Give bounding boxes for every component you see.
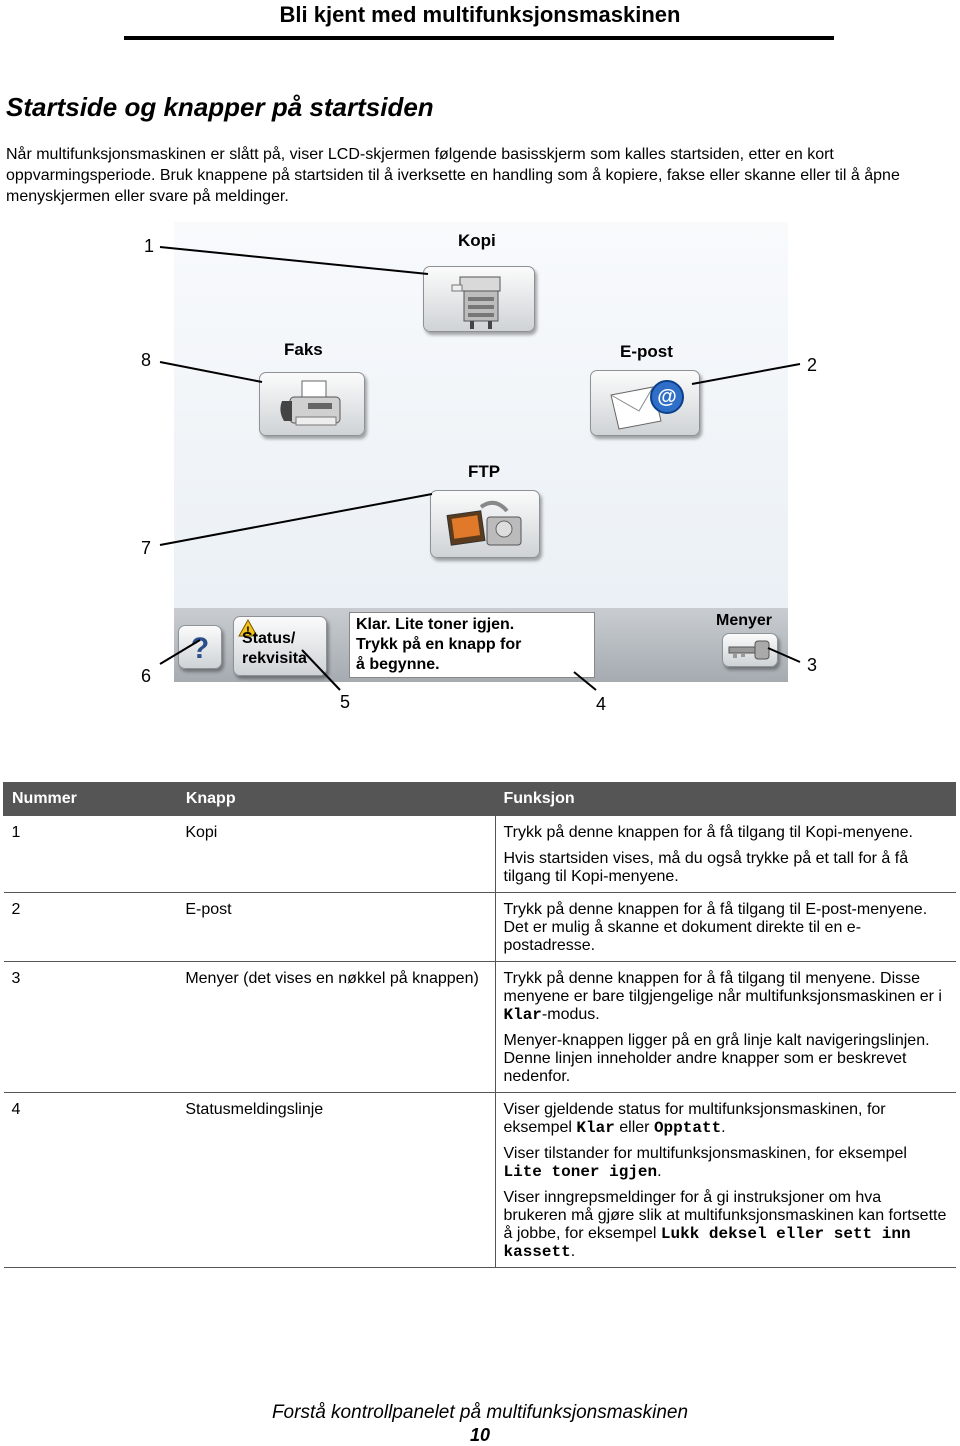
- button-function-table: Nummer Knapp Funksjon 1 Kopi Trykk på de…: [3, 782, 956, 1268]
- header-rule: [124, 36, 834, 40]
- table-row: 1 Kopi Trykk på denne knappen for å få t…: [3, 815, 956, 893]
- function-paragraph: Hvis startsiden vises, må du også trykke…: [503, 850, 909, 885]
- callout-5: 5: [340, 692, 351, 712]
- row-button: Menyer (det vises en nøkkel på knappen): [177, 961, 495, 1093]
- callout-4: 4: [596, 694, 607, 714]
- help-icon: ?: [191, 632, 209, 665]
- kopi-label: Kopi: [458, 231, 496, 250]
- row-number: 2: [3, 892, 178, 962]
- svg-text:?: ?: [191, 632, 209, 665]
- code-text: Opptatt: [653, 1119, 722, 1137]
- table-header-row: Nummer Knapp Funksjon: [3, 782, 956, 816]
- section-title: Startside og knapper på startsiden: [6, 92, 434, 122]
- kopi-button[interactable]: [423, 266, 535, 332]
- ftp-label: FTP: [468, 462, 501, 481]
- page-header-title: Bli kjent med multifunksjonsmaskinen: [279, 2, 681, 27]
- text-span: .: [570, 1243, 576, 1260]
- intro-paragraph: Når multifunksjonsmaskinen er slått på, …: [6, 146, 900, 205]
- function-paragraph: Menyer-knappen ligger på en grå linje ka…: [503, 1032, 930, 1085]
- row-function: Trykk på denne knappen for å få tilgang …: [494, 961, 956, 1093]
- ftp-button[interactable]: [430, 490, 540, 558]
- callout-1: 1: [144, 236, 155, 256]
- text-span: -modus.: [541, 1006, 600, 1023]
- copier-icon: [451, 276, 501, 329]
- table-row: 2 E-post Trykk på denne knappen for å få…: [3, 892, 956, 962]
- table-row: 3 Menyer (det vises en nøkkel på knappen…: [3, 961, 956, 1093]
- text-span: .: [721, 1119, 726, 1136]
- header-funksjon: Funksjon: [494, 782, 956, 816]
- header-nummer: Nummer: [3, 782, 178, 816]
- function-paragraph: Trykk på denne knappen for å få tilgang …: [504, 970, 948, 1024]
- row-button: Kopi: [177, 815, 495, 893]
- function-paragraph: Trykk på denne knappen for å få tilgang …: [503, 901, 928, 954]
- status-supplies-line2: rekvisita: [242, 650, 307, 667]
- status-supplies-line1: Status/: [242, 630, 296, 647]
- row-button: E-post: [177, 892, 495, 962]
- callout-3: 3: [807, 655, 818, 675]
- menyer-button[interactable]: [722, 633, 778, 667]
- function-paragraph: Viser inngrepsmeldinger for å gi instruk…: [504, 1189, 948, 1261]
- key-icon: [728, 640, 770, 660]
- text-span: .: [657, 1163, 662, 1180]
- page-number: 10: [469, 1425, 491, 1445]
- text-span: Viser tilstander for multifunksjonsmaski…: [503, 1145, 907, 1162]
- callout-lines: [159, 246, 801, 691]
- svg-text:@: @: [657, 386, 677, 408]
- menyer-label: Menyer: [716, 612, 773, 629]
- function-paragraph: Viser gjeldende status for multifunksjon…: [504, 1101, 948, 1137]
- function-paragraph: Trykk på denne knappen for å få tilgang …: [503, 824, 913, 841]
- help-button[interactable]: ?: [178, 625, 222, 669]
- code-text: Klar: [576, 1119, 615, 1137]
- row-number: 3: [3, 961, 178, 1093]
- faks-button[interactable]: [259, 372, 365, 436]
- row-function: Trykk på denne knappen for å få tilgang …: [494, 815, 956, 893]
- text-span: Trykk på denne knappen for å få tilgang …: [503, 970, 942, 1005]
- footer-title: Forstå kontrollpanelet på multifunksjons…: [271, 1402, 689, 1423]
- status-message-line3: å begynne.: [356, 656, 440, 673]
- code-text: Lite toner igjen: [503, 1163, 658, 1181]
- status-message-line2: Trykk på en knapp for: [356, 636, 522, 653]
- status-message-line1: Klar. Lite toner igjen.: [356, 616, 515, 633]
- row-function: Viser gjeldende status for multifunksjon…: [494, 1092, 956, 1268]
- faks-label: Faks: [284, 340, 323, 359]
- function-paragraph: Viser tilstander for multifunksjonsmaski…: [504, 1145, 948, 1181]
- status-message-line: Klar. Lite toner igjen. Trykk på en knap…: [349, 612, 595, 678]
- row-function: Trykk på denne knappen for å få tilgang …: [494, 892, 956, 962]
- epost-label: E-post: [620, 342, 673, 361]
- row-number: 4: [3, 1092, 178, 1268]
- ftp-icon: [446, 500, 522, 546]
- text-span: Viser gjeldende status for multifunksjon…: [503, 1101, 886, 1136]
- status-supplies-button[interactable]: ! Status/ rekvisita: [233, 616, 327, 676]
- epost-button[interactable]: @: [590, 370, 700, 436]
- callout-8: 8: [141, 350, 152, 370]
- email-icon: @: [610, 380, 684, 430]
- fax-icon: [280, 380, 341, 426]
- warning-icon: !: [238, 619, 258, 637]
- callout-6: 6: [141, 666, 152, 686]
- callout-7: 7: [141, 538, 152, 558]
- table-row: 4 Statusmeldingslinje Viser gjeldende st…: [3, 1092, 956, 1268]
- callout-2: 2: [807, 355, 818, 375]
- code-text: Lukk deksel eller sett inn kassett: [503, 1225, 911, 1261]
- code-text: Klar: [503, 1006, 542, 1024]
- text-span: Viser inngrepsmeldinger for å gi instruk…: [503, 1189, 947, 1242]
- text-span: eller: [614, 1119, 654, 1136]
- row-number: 1: [3, 815, 178, 893]
- svg-text:!: !: [246, 625, 250, 637]
- row-button: Statusmeldingslinje: [177, 1092, 495, 1268]
- header-knapp: Knapp: [176, 782, 496, 816]
